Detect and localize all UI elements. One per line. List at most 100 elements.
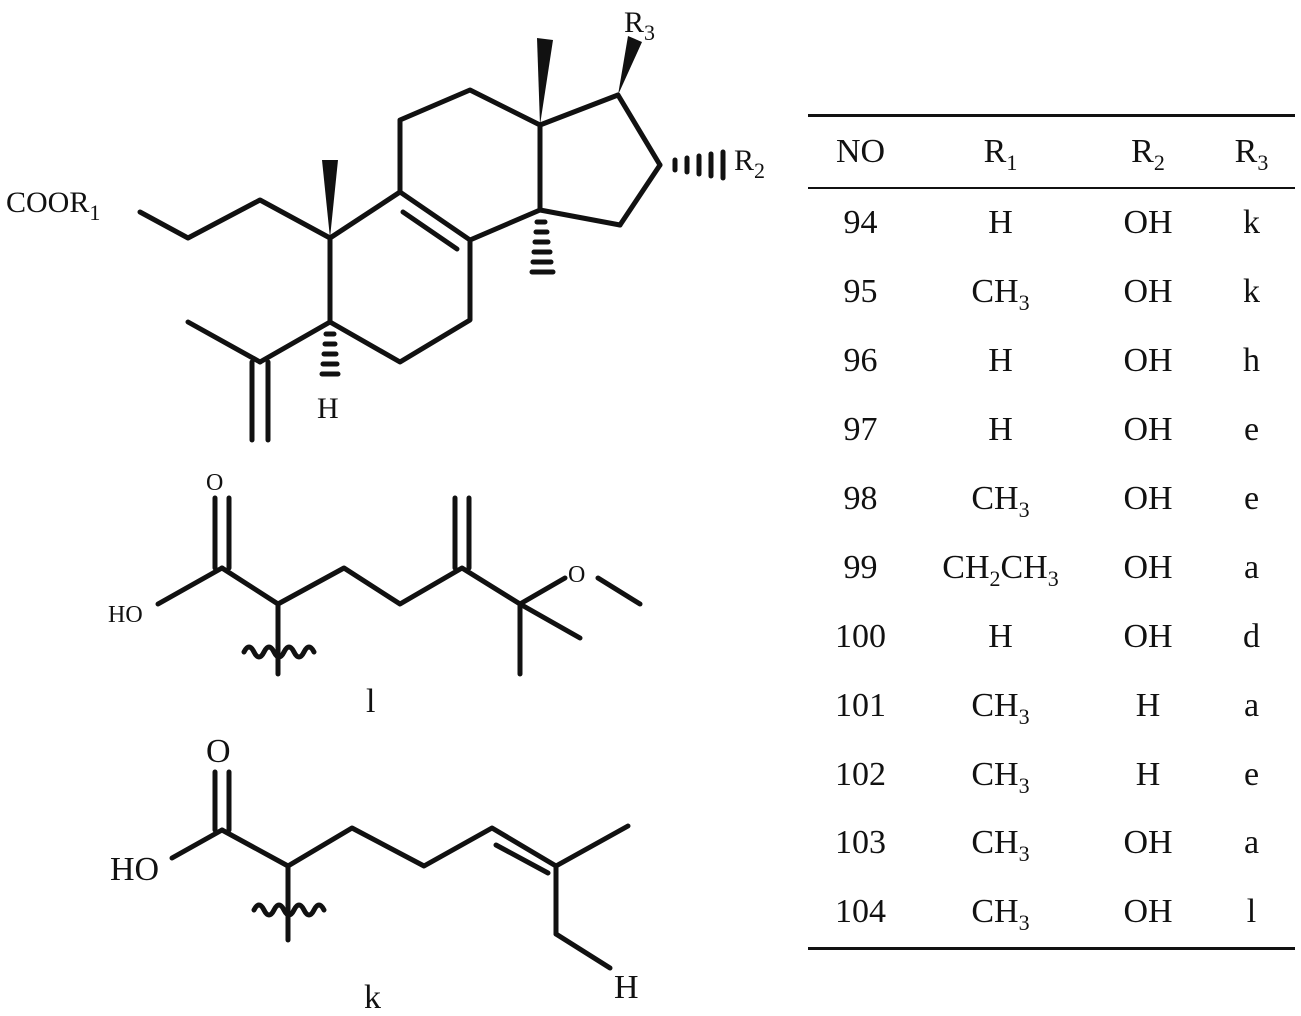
cell-r1: CH3 [971, 824, 1030, 867]
header-r1: R1 [913, 117, 1088, 189]
ring-b-lower [327, 235, 473, 365]
label-r2: R2 [734, 144, 765, 183]
k-wavy-bond [251, 902, 327, 918]
label-h: H [317, 392, 339, 425]
l-label-o: O [206, 470, 223, 496]
cell-r1: CH3 [971, 893, 1030, 936]
table-row: 99 CH2CH3 OH a [808, 533, 1295, 602]
cell-r3: a [1243, 686, 1260, 724]
cell-r3: a [1243, 548, 1260, 586]
cell-r2: OH [1123, 893, 1173, 931]
bond-isopropenyl-methyl [185, 319, 263, 365]
header-no: NO [808, 117, 913, 189]
k-label-o: O [206, 733, 231, 770]
header-r3: R3 [1208, 117, 1295, 189]
l-bond-c-o [517, 575, 568, 607]
bond-c9-c8-double [400, 209, 460, 252]
k-label-h: H [614, 969, 639, 1006]
substituent-l: O HO O l [108, 470, 643, 720]
cell-no: 104 [835, 893, 886, 931]
bond-c9-c10 [327, 189, 403, 241]
l-name: l [366, 683, 375, 720]
cell-r2: H [1135, 755, 1161, 793]
structures-diagram: R3 R2 COOR1 H O HO O l O HO H k [6, 6, 765, 1016]
cell-r3: e [1243, 755, 1260, 793]
label-coor1: COOR1 [6, 186, 100, 225]
bond-c14-c8 [467, 207, 543, 243]
cell-r3: h [1243, 342, 1260, 380]
cell-r1: CH2CH3 [942, 548, 1059, 591]
cell-r2: H [1135, 686, 1161, 724]
k-bond-h [553, 931, 613, 971]
table-row: 97 H OH e [808, 396, 1295, 465]
bond-c17-c16 [615, 92, 663, 168]
table-row: 104 CH3 OH l [808, 878, 1295, 947]
table-row: 100 H OH d [808, 602, 1295, 671]
ring-upper-bonds [397, 87, 543, 213]
table-top-rule [808, 114, 1295, 117]
cell-r3: e [1243, 411, 1260, 449]
cell-r3: e [1243, 480, 1260, 517]
k-chain [219, 823, 631, 869]
cell-r3: d [1243, 617, 1260, 655]
cell-r1: CH3 [971, 755, 1030, 798]
wedge-c13-methyl [537, 38, 553, 125]
cell-no: 98 [843, 480, 878, 517]
table-row: 103 CH3 OH a [808, 809, 1295, 878]
hash-c5-h [319, 331, 341, 377]
hash-c14-methyl [529, 219, 556, 275]
cell-no: 102 [835, 755, 886, 793]
table-bottom-rule [808, 946, 1295, 950]
cell-no: 101 [835, 686, 886, 724]
cell-r3: a [1243, 824, 1260, 862]
bond-c16-c15 [617, 162, 663, 228]
k-bond-c-oh [169, 827, 225, 861]
cell-r1: H [988, 411, 1013, 449]
l-wavy-bond [241, 644, 317, 660]
cell-no: 99 [843, 548, 878, 586]
main-structure: R3 R2 COOR1 H [6, 6, 765, 443]
l-label-ho: HO [108, 602, 143, 628]
cell-r1: H [988, 617, 1013, 655]
label-r3: R3 [624, 6, 655, 45]
cell-r2: OH [1123, 824, 1173, 862]
k-double-inner [493, 842, 551, 876]
propanoate-chain [137, 197, 333, 241]
cell-r1: H [988, 204, 1013, 242]
k-label-ho: HO [110, 851, 159, 888]
substituent-k: O HO H k [110, 733, 639, 1016]
k-name: k [364, 979, 381, 1016]
wedge-c10-methyl [322, 160, 338, 238]
cell-r2: OH [1123, 204, 1173, 242]
bond-c9-c8 [397, 189, 473, 243]
l-bond-c-oh [155, 565, 225, 607]
wedge-c17-r3 [618, 36, 642, 95]
cell-no: 95 [843, 273, 878, 311]
cell-r2: OH [1123, 411, 1173, 449]
cell-r1: CH3 [971, 686, 1030, 729]
cell-r1: CH3 [971, 273, 1030, 316]
cell-r3: l [1246, 893, 1257, 931]
l-methyl-right [517, 601, 583, 641]
cell-r2: OH [1123, 342, 1173, 380]
cell-r2: OH [1123, 548, 1173, 586]
cell-r3: k [1243, 204, 1260, 242]
bond-c13-c17 [537, 92, 621, 128]
cell-r1: H [988, 342, 1013, 380]
cell-no: 100 [835, 617, 886, 655]
cell-r1: CH3 [971, 480, 1030, 522]
cell-no: 97 [843, 411, 878, 449]
l-bond-o-me [595, 575, 643, 607]
cell-no: 103 [835, 824, 886, 862]
table-header-row: NO R1 R2 R3 [808, 117, 1295, 189]
l-chain [219, 565, 523, 607]
cell-r2: OH [1123, 617, 1173, 655]
